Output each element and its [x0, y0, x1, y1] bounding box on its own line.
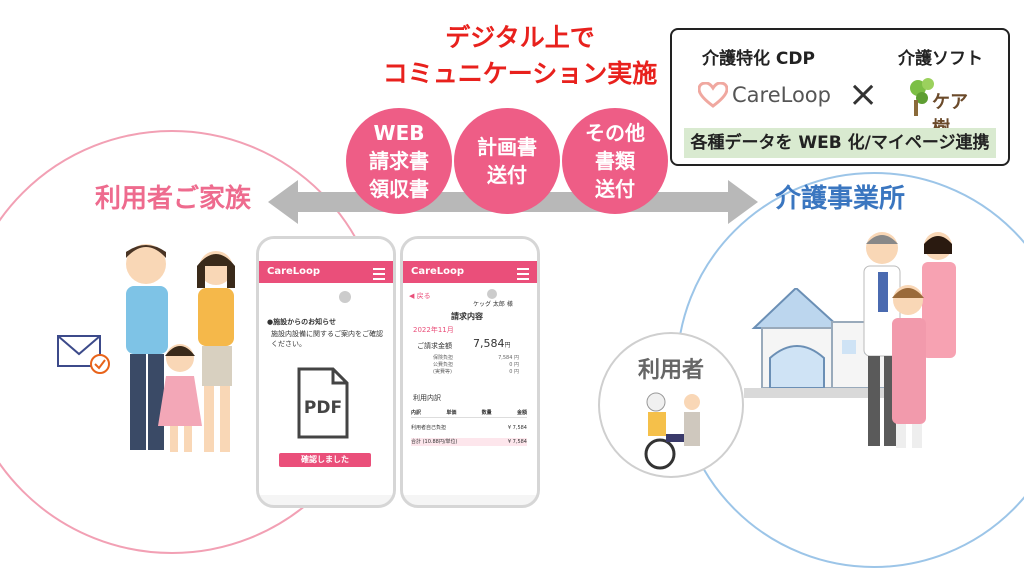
sub-row-value: 7,584 円: [498, 355, 519, 361]
bubble-text: 請求書: [369, 149, 429, 173]
table-header-cell: 単価: [446, 410, 457, 416]
avatar: [487, 289, 497, 299]
yen-label: 円: [504, 342, 511, 349]
user-circle: 利用者: [598, 332, 744, 478]
table-cell: 利用者自己負担: [411, 425, 447, 431]
heart-icon: [698, 82, 728, 108]
phone-header: CareLoop: [403, 261, 537, 283]
bubble-plan-send: 計画書 送付: [454, 108, 560, 214]
table-header-cell: 数量: [481, 410, 492, 416]
user-name: ケッグ 太郎 様: [473, 301, 513, 308]
menu-icon[interactable]: [373, 268, 385, 280]
family-illustration: [104, 236, 264, 466]
phone-notch-area: [403, 239, 537, 261]
phone-brand: CareLoop: [411, 266, 465, 277]
sub-row: 保険負担 7,584 円: [433, 355, 519, 362]
phone-body: ◀ 戻る ケッグ 太郎 様 請求内容 2022年11月 ご請求金額 7,584円…: [403, 283, 537, 495]
total-amount: ¥ 7,584: [507, 439, 527, 445]
sub-row-label: 公費負担: [433, 362, 454, 368]
sub-row-value: 0 円: [509, 362, 519, 368]
detail-table: 内訳 単価 数量 金額 利用者自己負担 ¥ 7,584 合計 (10.88円/単…: [411, 409, 527, 446]
table-header: 内訳 単価 数量 金額: [411, 409, 527, 418]
partner-right-title: 介護ソフト: [898, 49, 983, 69]
phone-header: CareLoop: [259, 261, 393, 283]
phone-brand: CareLoop: [267, 266, 321, 277]
bubble-text: WEB: [373, 121, 425, 145]
bubble-text: 送付: [487, 163, 527, 187]
sub-row: 公費負担 0 円: [433, 362, 519, 369]
staff-illustration: [863, 232, 956, 448]
notice-title: ●施設からのお知らせ: [267, 318, 336, 326]
label-office: 介護事業所: [775, 184, 906, 214]
careloop-logo-text: CareLoop: [732, 83, 831, 107]
label-family: 利用者ご家族: [95, 184, 252, 214]
menu-icon[interactable]: [517, 268, 529, 280]
partner-band: 各種データを WEB 化/マイページ連携: [684, 128, 996, 158]
sub-row-label: (実費等): [433, 369, 452, 375]
table-header-cell: 内訳: [411, 410, 422, 416]
careloop-logo: CareLoop: [698, 82, 831, 108]
bubble-text: 送付: [595, 177, 635, 201]
times-icon: ×: [848, 74, 879, 115]
mail-check-icon: [57, 335, 110, 374]
kajuu-logo: ケア樹: [908, 76, 980, 139]
partner-box: 介護特化 CDP 介護ソフト CareLoop × ケア樹 各種データを WEB…: [670, 28, 1010, 166]
bubble-text: 計画書: [477, 135, 537, 159]
bubble-text: 領収書: [369, 177, 429, 201]
sub-row: (実費等) 0 円: [433, 369, 519, 376]
wheelchair-user-illustration: [644, 392, 700, 470]
back-label: 戻る: [416, 292, 431, 300]
headline: デジタル上で コミュニケーション実施: [370, 20, 670, 92]
label-user: 利用者: [637, 358, 704, 383]
amount-number: 7,584: [473, 337, 505, 350]
confirm-button[interactable]: 確認しました: [279, 453, 371, 467]
section-title: 請求内容: [451, 312, 483, 321]
tree-icon: [910, 78, 934, 116]
pdf-document-icon[interactable]: PDF: [295, 367, 351, 439]
partner-left-title: 介護特化 CDP: [702, 49, 815, 69]
phone-body: ●施設からのお知らせ 施設内設備に関するご案内をご確認ください。 PDF 確認し…: [259, 283, 393, 495]
table-row: 利用者自己負担 ¥ 7,584: [411, 424, 527, 432]
bubble-text: その他: [585, 121, 645, 145]
detail-title: 利用内訳: [413, 394, 441, 402]
family-people: [126, 244, 235, 452]
table-cell: ¥ 7,584: [507, 425, 527, 431]
pdf-label: PDF: [304, 398, 342, 418]
table-header-cell: 金額: [516, 410, 527, 416]
sub-rows: 保険負担 7,584 円 公費負担 0 円 (実費等) 0 円: [433, 355, 519, 376]
phone-notch-area: [259, 239, 393, 261]
bubble-other-docs: その他 書類 送付: [562, 108, 668, 214]
total-label: 合計 (10.88円/単位): [411, 439, 458, 445]
phone-notice: CareLoop ●施設からのお知らせ 施設内設備に関するご案内をご確認ください…: [256, 236, 396, 508]
back-link[interactable]: ◀ 戻る: [409, 292, 431, 300]
headline-line2: コミュニケーション実施: [382, 59, 658, 88]
bubble-web-invoice: WEB 請求書 領収書: [346, 108, 452, 214]
amount-value: 7,584円: [473, 337, 511, 350]
sub-row-label: 保険負担: [433, 355, 454, 361]
sub-row-value: 0 円: [509, 369, 519, 375]
avatar: [339, 291, 351, 303]
table-total-row: 合計 (10.88円/単位) ¥ 7,584: [411, 438, 527, 446]
month-label: 2022年11月: [413, 326, 454, 334]
amount-label: ご請求金額: [417, 342, 452, 350]
bubble-text: 書類: [595, 149, 635, 173]
phone-invoice: CareLoop ◀ 戻る ケッグ 太郎 様 請求内容 2022年11月 ご請求…: [400, 236, 540, 508]
headline-line1: デジタル上で: [445, 23, 595, 52]
notice-body: 施設内設備に関するご案内をご確認ください。: [271, 330, 383, 348]
